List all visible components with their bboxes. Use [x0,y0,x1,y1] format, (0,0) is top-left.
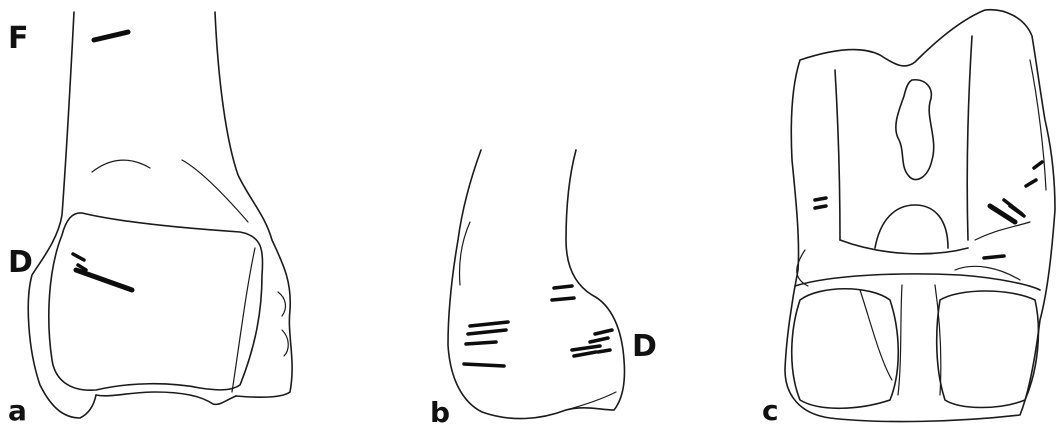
panel-a-letter: a [8,394,27,427]
panel-b-label-d: D [632,329,657,364]
panel-a-label-d: D [8,245,33,280]
panel-a-label-f: F [8,21,29,56]
panel-a-bone-drawing [28,12,292,418]
panel-b-bone-drawing [448,150,625,419]
panel-c-letter: c [762,394,779,427]
panel-b-letter: b [430,396,450,429]
panel-c-bone-drawing [785,10,1055,422]
